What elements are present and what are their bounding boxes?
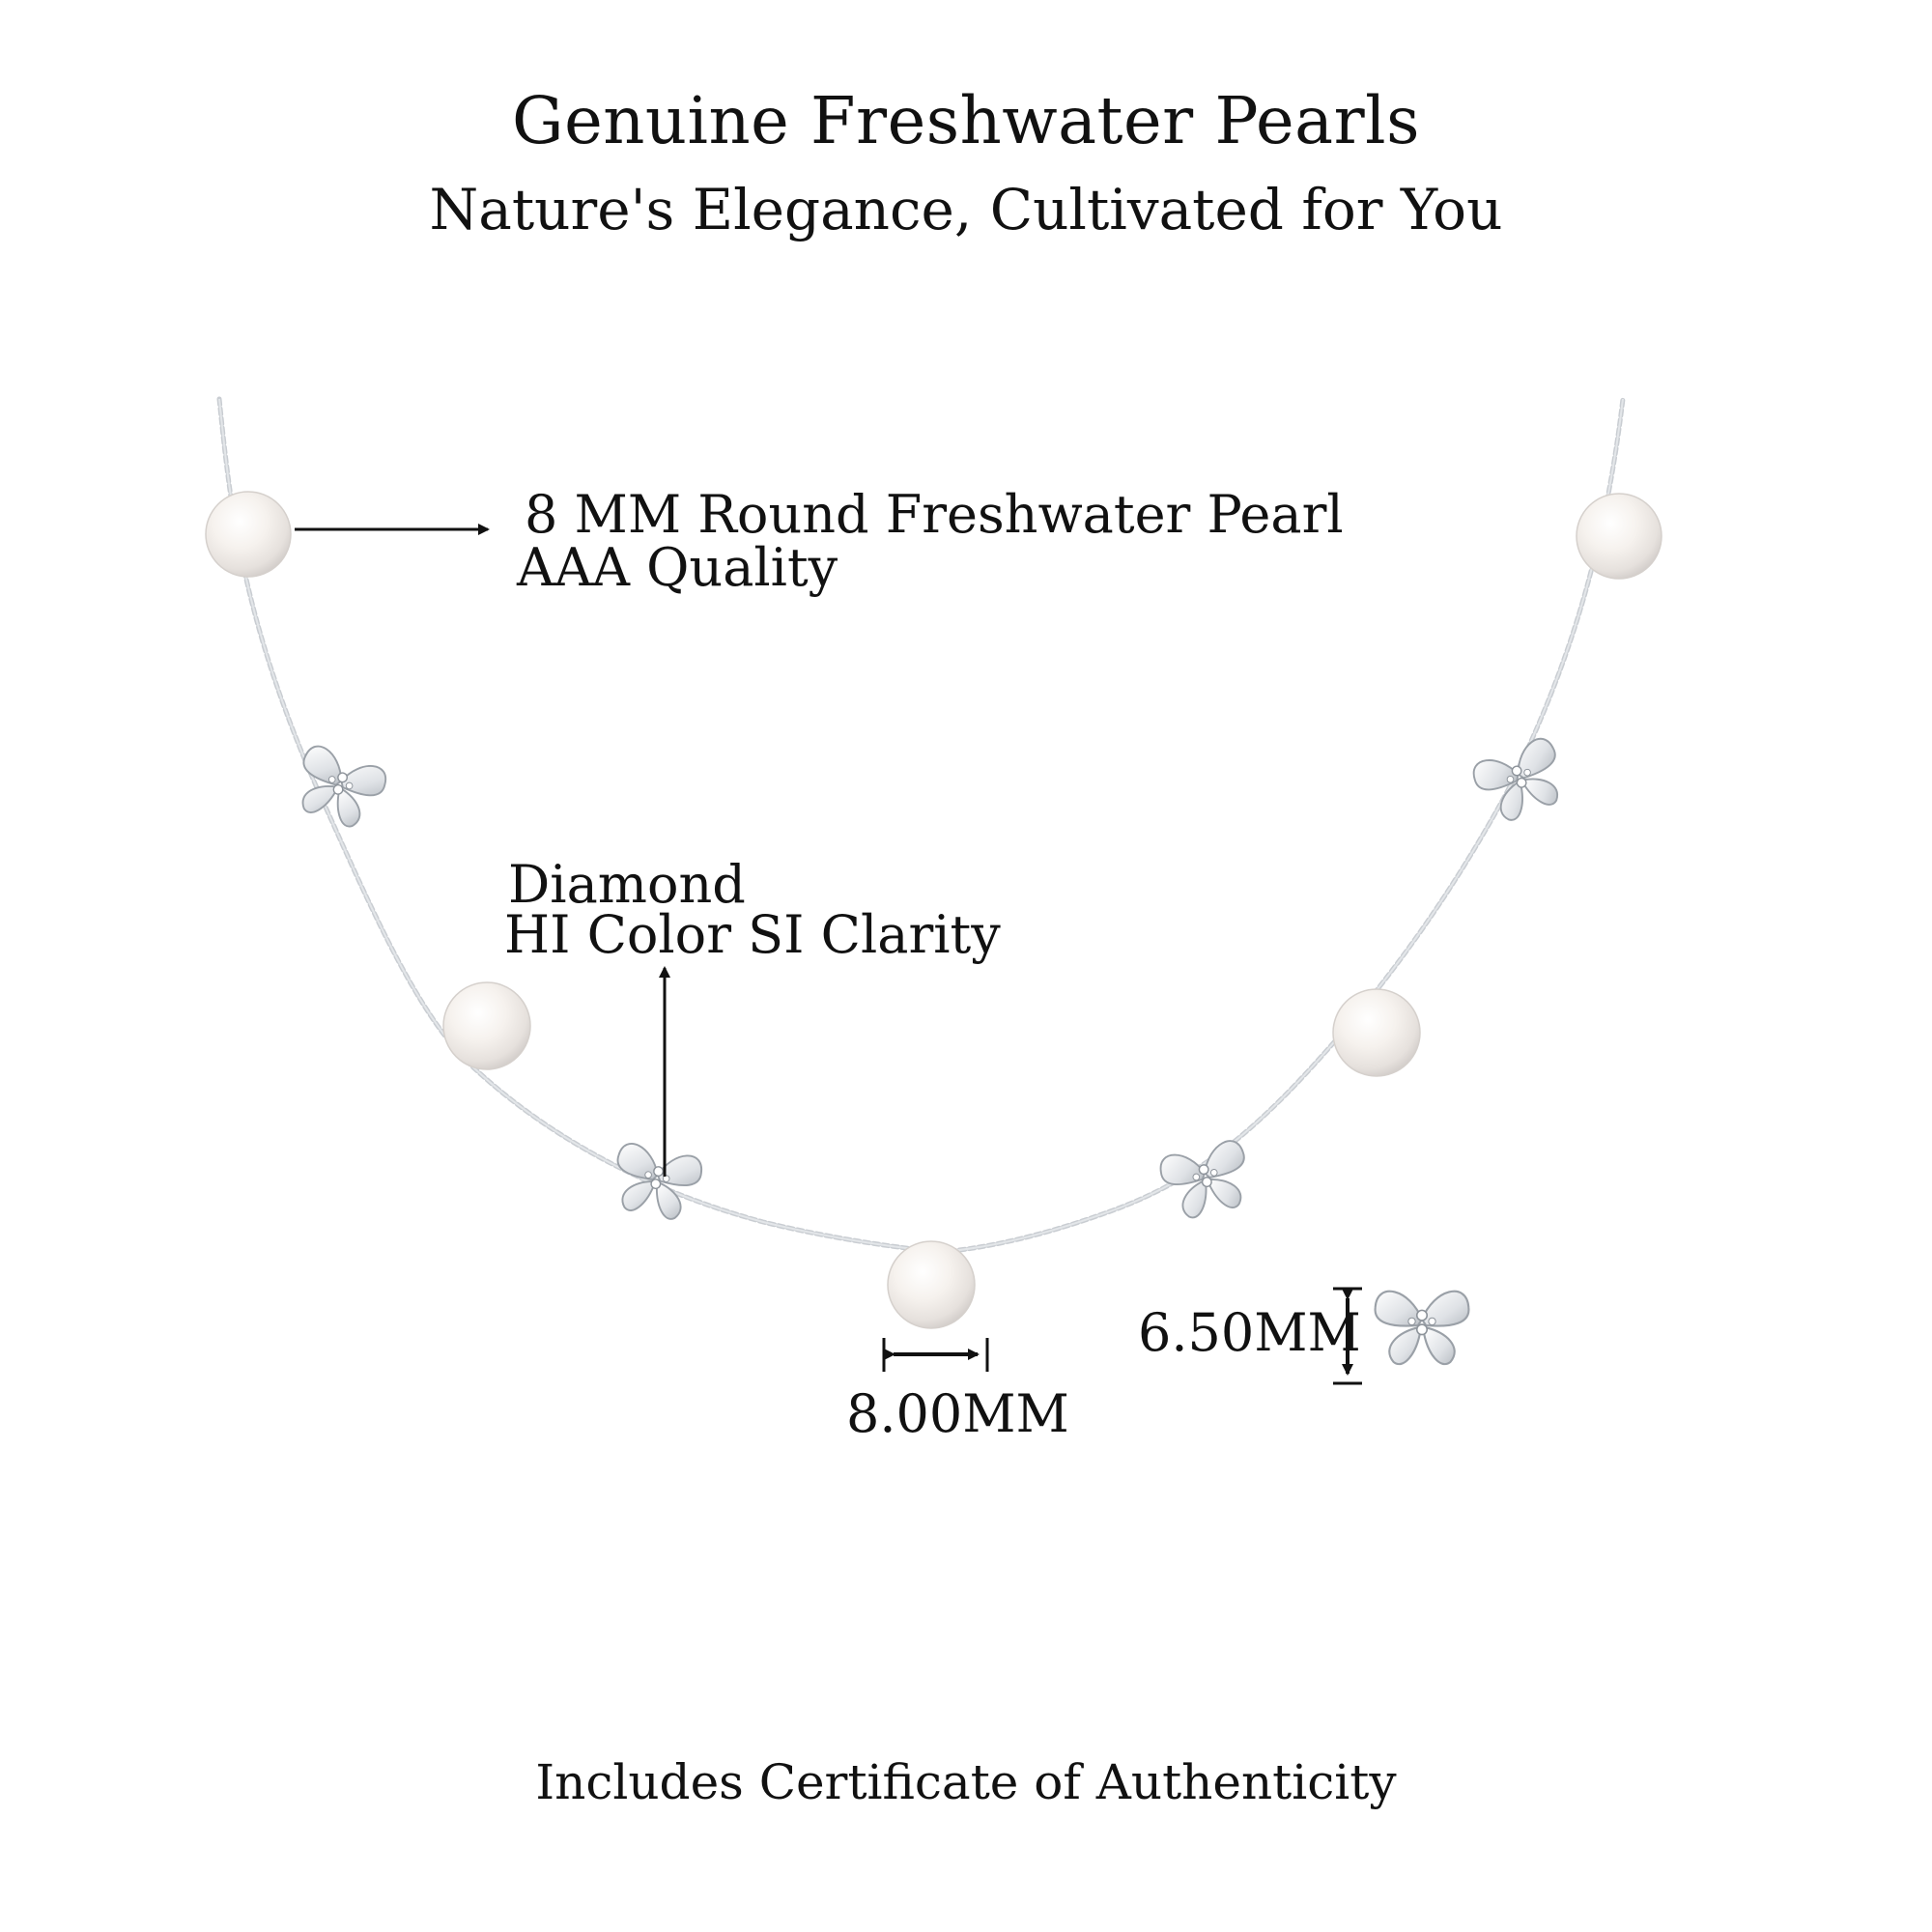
pearl-left-mid	[442, 981, 531, 1070]
page-title: Genuine Freshwater Pearls	[512, 83, 1420, 158]
butterfly-charm-left-bottom	[607, 1140, 706, 1225]
charm-height-dimension	[1333, 1287, 1362, 1385]
pearl-label-line1: 8 MM Round Freshwater Pearl	[525, 484, 1344, 545]
pearl-left-top	[205, 491, 292, 578]
butterfly-charm-detail	[1374, 1290, 1470, 1366]
pearl-right-top	[1576, 493, 1662, 580]
diamond-label-line1: Diamond	[508, 854, 746, 915]
certificate-note: Includes Certificate of Authenticity	[535, 1754, 1397, 1810]
diamond-label-line2: HI Color SI Clarity	[504, 904, 1001, 965]
butterfly-charm-right-bottom	[1156, 1137, 1257, 1224]
page-subtitle: Nature's Elegance, Cultivated for You	[429, 177, 1503, 242]
pearl-label-line2: AAA Quality	[517, 537, 838, 598]
butterfly-charm-right-top	[1468, 733, 1574, 829]
pearl-width-dimension	[882, 1338, 989, 1372]
charm-size-label: 6.50MM	[1138, 1302, 1361, 1363]
pearl-center	[887, 1240, 976, 1329]
pearl-right-mid	[1332, 988, 1421, 1077]
pearl-size-label: 8.00MM	[846, 1383, 1069, 1444]
